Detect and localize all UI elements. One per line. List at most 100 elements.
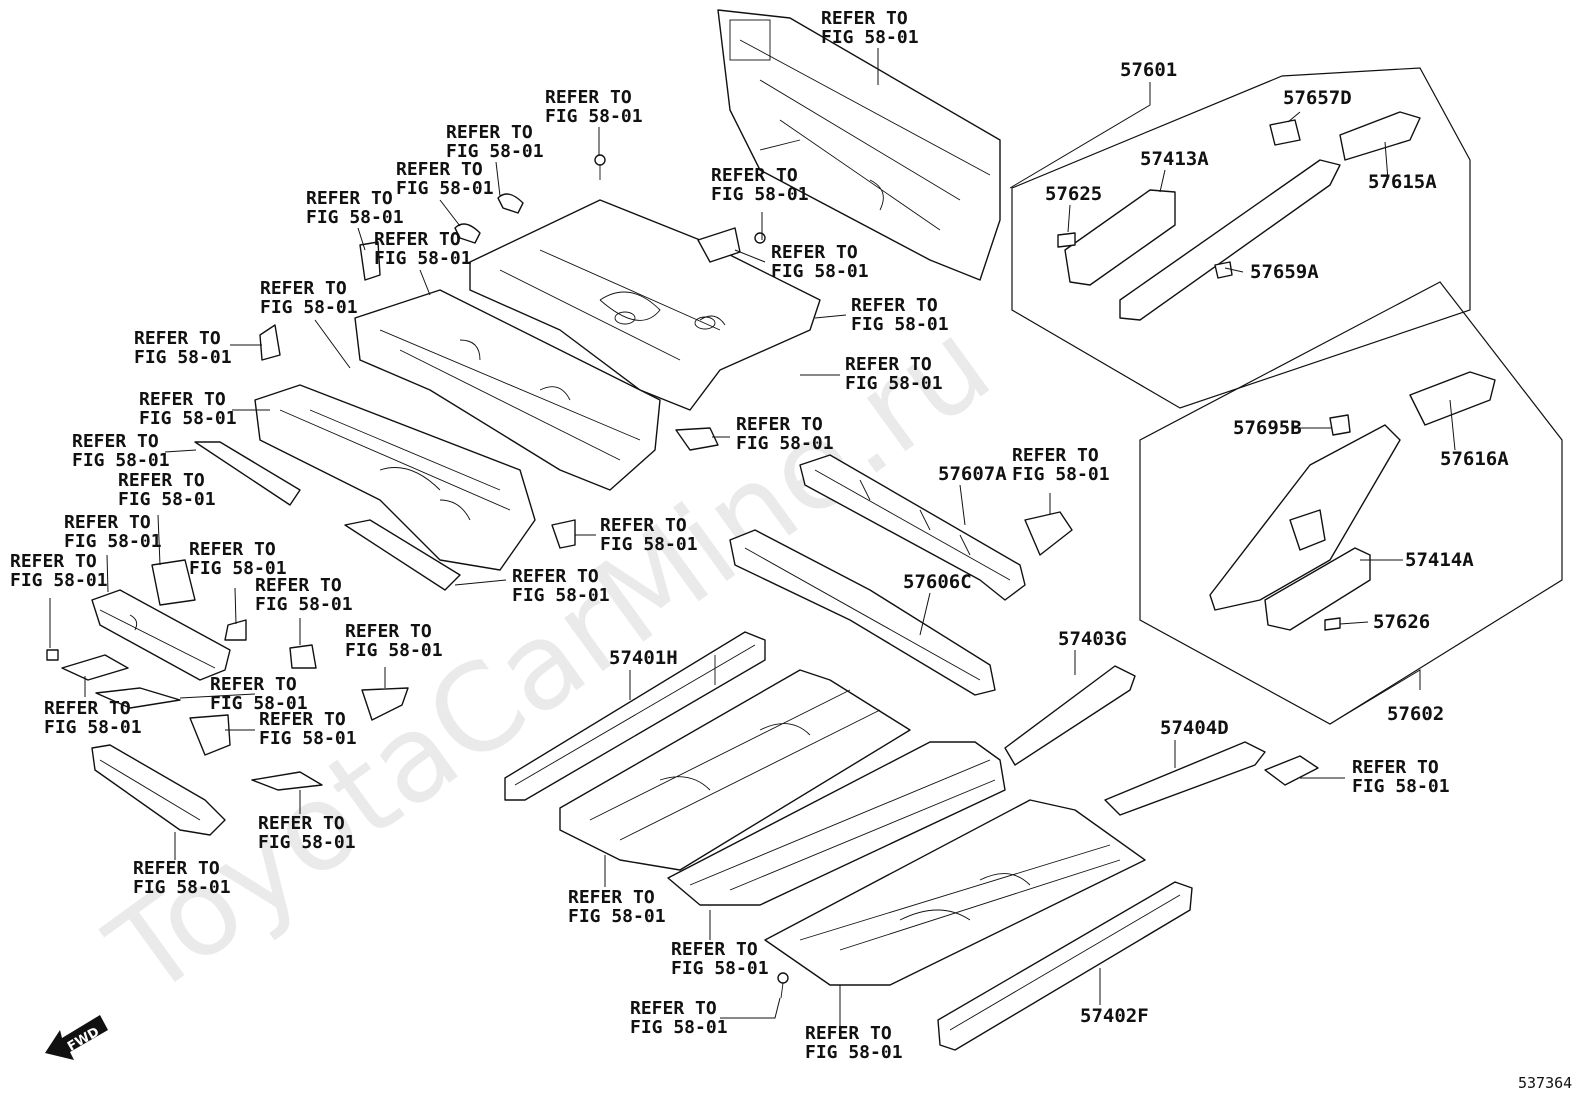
svg-text:FIG 58-01: FIG 58-01 bbox=[118, 489, 216, 510]
svg-text:REFER TO: REFER TO bbox=[545, 87, 632, 108]
svg-text:REFER TO: REFER TO bbox=[255, 575, 342, 596]
bracket-h bbox=[189, 714, 231, 756]
svg-text:FIG 58-01: FIG 58-01 bbox=[189, 558, 287, 579]
svg-text:FIG 58-01: FIG 58-01 bbox=[771, 261, 869, 282]
svg-text:REFER TO: REFER TO bbox=[821, 8, 908, 29]
part-number-57625: 57625 bbox=[1045, 183, 1102, 205]
rear-floor-part bbox=[469, 199, 821, 411]
part-number-57414A: 57414A bbox=[1405, 549, 1474, 571]
rear-panel-part bbox=[717, 9, 1001, 281]
part-number-57602: 57602 bbox=[1387, 703, 1444, 725]
part-number-57616A: 57616A bbox=[1440, 448, 1509, 470]
svg-text:FIG 58-01: FIG 58-01 bbox=[396, 178, 494, 199]
svg-text:REFER TO: REFER TO bbox=[396, 159, 483, 180]
part-number-57657D: 57657D bbox=[1283, 87, 1352, 109]
svg-text:FIG 58-01: FIG 58-01 bbox=[260, 297, 358, 318]
bolt-top bbox=[594, 154, 606, 180]
svg-text:FIG 58-01: FIG 58-01 bbox=[1012, 464, 1110, 485]
clip-c bbox=[46, 649, 59, 661]
leader-lines bbox=[49, 48, 1456, 1027]
svg-text:REFER TO: REFER TO bbox=[374, 229, 461, 250]
svg-text:REFER TO: REFER TO bbox=[72, 431, 159, 452]
bracket-g bbox=[95, 687, 181, 709]
svg-text:REFER TO: REFER TO bbox=[10, 551, 97, 572]
svg-text:REFER TO: REFER TO bbox=[851, 295, 938, 316]
svg-text:FIG 58-01: FIG 58-01 bbox=[374, 248, 472, 269]
svg-text:REFER TO: REFER TO bbox=[711, 165, 798, 186]
svg-text:REFER TO: REFER TO bbox=[446, 122, 533, 143]
front-side-member-left-lower-part bbox=[91, 744, 226, 836]
group-57602-parts bbox=[1209, 371, 1496, 631]
svg-text:FIG 58-01: FIG 58-01 bbox=[133, 877, 231, 898]
rear-crossmember-part bbox=[354, 289, 661, 491]
bolt-mid bbox=[754, 232, 766, 244]
svg-text:REFER TO: REFER TO bbox=[771, 242, 858, 263]
svg-text:REFER TO: REFER TO bbox=[671, 939, 758, 960]
svg-text:REFER TO: REFER TO bbox=[139, 389, 226, 410]
svg-text:FIG 58-01: FIG 58-01 bbox=[345, 640, 443, 661]
svg-text:FIG 58-01: FIG 58-01 bbox=[512, 585, 610, 606]
bracket-o bbox=[1264, 755, 1319, 786]
front-floor-part bbox=[559, 669, 911, 871]
bracket-i bbox=[251, 771, 323, 791]
part-number-57695B: 57695B bbox=[1233, 417, 1302, 439]
svg-text:REFER TO: REFER TO bbox=[118, 470, 205, 491]
bolt-bottom bbox=[777, 972, 789, 999]
fwd-arrow-icon: FWD bbox=[45, 1015, 108, 1060]
svg-text:REFER TO: REFER TO bbox=[258, 813, 345, 834]
part-number-57601: 57601 bbox=[1120, 59, 1177, 81]
svg-text:FIG 58-01: FIG 58-01 bbox=[64, 531, 162, 552]
bracket-e bbox=[361, 687, 409, 721]
part-number-57413A: 57413A bbox=[1140, 148, 1209, 170]
part-number-57403G: 57403G bbox=[1058, 628, 1127, 650]
svg-text:REFER TO: REFER TO bbox=[189, 539, 276, 560]
svg-text:REFER TO: REFER TO bbox=[1352, 757, 1439, 778]
svg-text:REFER TO: REFER TO bbox=[805, 1023, 892, 1044]
bracket-a bbox=[259, 324, 281, 361]
svg-text:FIG 58-01: FIG 58-01 bbox=[1352, 776, 1450, 797]
front-floor-right-part bbox=[764, 799, 1146, 986]
diagram-code: 537364 bbox=[1518, 1074, 1572, 1092]
svg-text:FIG 58-01: FIG 58-01 bbox=[139, 408, 237, 429]
svg-text:REFER TO: REFER TO bbox=[260, 278, 347, 299]
front-side-member-left-part bbox=[91, 589, 231, 681]
svg-text:FIG 58-01: FIG 58-01 bbox=[845, 373, 943, 394]
svg-text:REFER TO: REFER TO bbox=[512, 566, 599, 587]
svg-text:FIG 58-01: FIG 58-01 bbox=[44, 717, 142, 738]
part-number-57626: 57626 bbox=[1373, 611, 1430, 633]
svg-text:FIG 58-01: FIG 58-01 bbox=[210, 693, 308, 714]
bracket-b bbox=[151, 559, 196, 606]
center-floor-part bbox=[254, 384, 536, 571]
rocker-57401H-part bbox=[504, 631, 766, 801]
bracket-l bbox=[675, 427, 719, 451]
part-number-57615A: 57615A bbox=[1368, 171, 1437, 193]
part-number-57404D: 57404D bbox=[1160, 717, 1229, 739]
strip-left-1 bbox=[194, 441, 301, 506]
reinforcement-57606C-part bbox=[729, 529, 996, 696]
clip-a bbox=[454, 223, 481, 244]
part-number-57401H: 57401H bbox=[609, 647, 678, 669]
svg-text:FIG 58-01: FIG 58-01 bbox=[671, 958, 769, 979]
svg-text:FIG 58-01: FIG 58-01 bbox=[821, 27, 919, 48]
svg-text:FIG 58-01: FIG 58-01 bbox=[600, 534, 698, 555]
svg-text:REFER TO: REFER TO bbox=[306, 188, 393, 209]
